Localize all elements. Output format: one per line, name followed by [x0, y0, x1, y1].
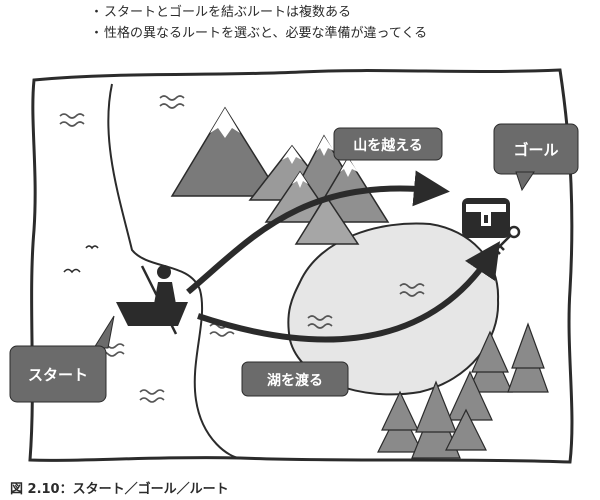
- pine-tree-icon: [377, 322, 549, 459]
- mountain-icon: [170, 106, 282, 197]
- bullet-item: ・性格の異なるルートを選ぶと、必要な準備が違ってくる: [90, 26, 428, 41]
- lake-route-text: 湖を渡る: [267, 372, 323, 389]
- bird-icon: [63, 245, 99, 274]
- mountain-range: [248, 134, 390, 245]
- bullet-text: スタートとゴールを結ぶルートは複数ある: [104, 5, 352, 20]
- bullet-list: ・スタートとゴールを結ぶルートは複数ある ・性格の異なるルートを選ぶと、必要な準…: [90, 2, 590, 44]
- start-label: スタート: [9, 315, 115, 403]
- treasure-chest-icon: [462, 198, 510, 238]
- bullet-text: 性格の異なるルートを選ぶと、必要な準備が違ってくる: [104, 26, 428, 41]
- mountain-route-label: 山を越える: [333, 127, 443, 161]
- start-text: スタート: [28, 366, 88, 384]
- bullet-item: ・スタートとゴールを結ぶルートは複数ある: [90, 5, 352, 20]
- route-arrow-mountain: [186, 170, 450, 295]
- route-arrow-lake: [197, 241, 501, 343]
- lake-route-label: 湖を渡る: [241, 361, 349, 397]
- boat-rower-icon: [116, 265, 188, 335]
- goal-text: ゴール: [513, 141, 558, 159]
- mountain-route-text: 山を越える: [353, 137, 423, 154]
- goal-label: ゴール: [493, 123, 579, 192]
- figure-caption: 図 2.10：スタート／ゴール／ルート: [10, 482, 229, 497]
